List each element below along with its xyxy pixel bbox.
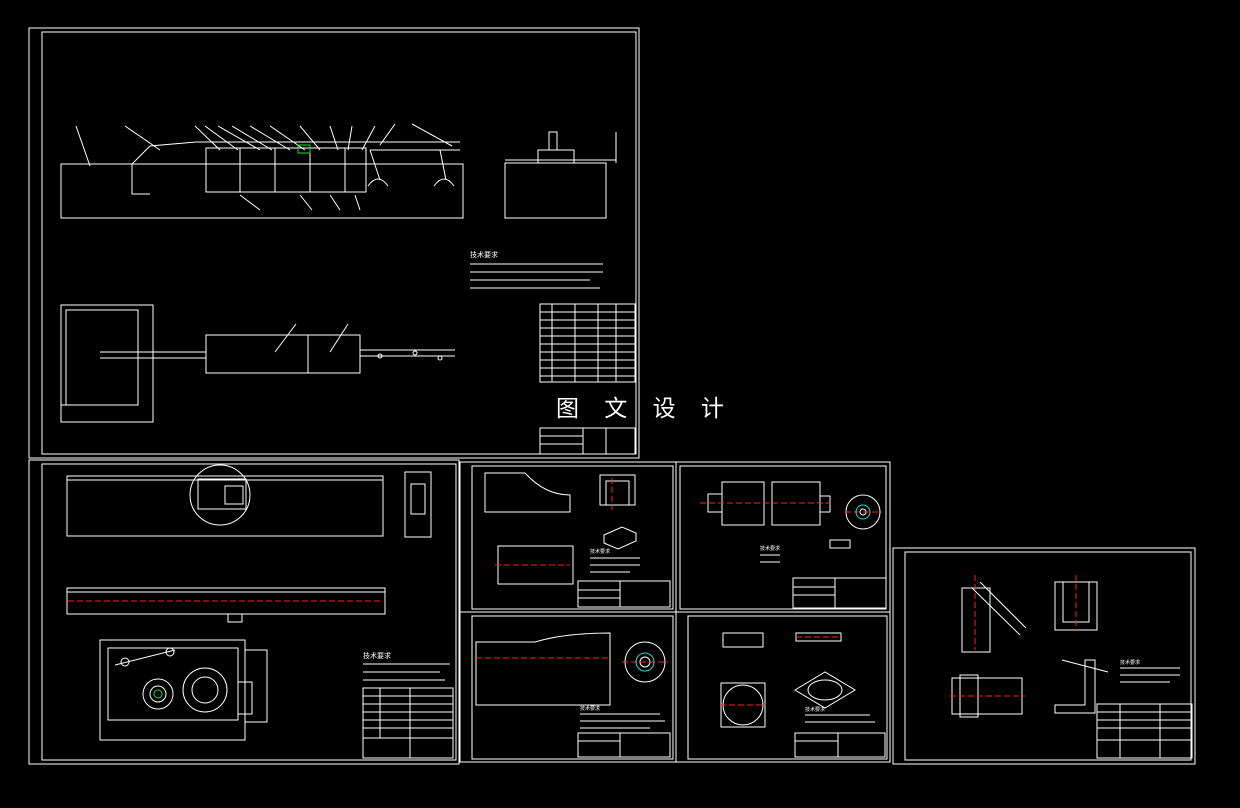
sheet-4-notes-heading: 技术要求	[760, 545, 780, 552]
sheet-5-notes-heading: 技术要求	[580, 705, 600, 712]
sheet-part-2	[675, 461, 891, 613]
parts-list-table	[362, 687, 454, 739]
sheet-part-5	[892, 547, 1196, 765]
sheet-3-notes-heading: 技术要求	[590, 548, 610, 555]
title-block	[539, 427, 636, 455]
accents	[153, 144, 871, 699]
sheet-general-assembly	[28, 27, 640, 459]
sheet-part-4	[675, 611, 891, 763]
front-view	[60, 123, 464, 219]
top-view	[60, 304, 455, 423]
watermark-text: 图 文 设 计	[556, 396, 733, 422]
title-block	[362, 737, 454, 759]
sheet-2-notes-heading: 技术要求	[363, 651, 391, 660]
notes-headings: 技术要求 技术要求 技术要求 技术要求 技术要求 技术要求 技术要求	[363, 250, 1140, 713]
sheet-part-3	[459, 611, 677, 763]
sheet-6-notes-heading: 技术要求	[805, 706, 825, 713]
side-view	[504, 131, 617, 219]
sheet-part-1	[459, 461, 677, 613]
sheet-drive-assembly	[28, 459, 460, 765]
centerlines	[68, 478, 1077, 706]
parts-list-table	[539, 303, 636, 383]
sheet-1-notes-heading: 技术要求	[470, 250, 498, 259]
sheet-7-notes-heading: 技术要求	[1120, 659, 1140, 666]
notes-block	[470, 263, 603, 289]
